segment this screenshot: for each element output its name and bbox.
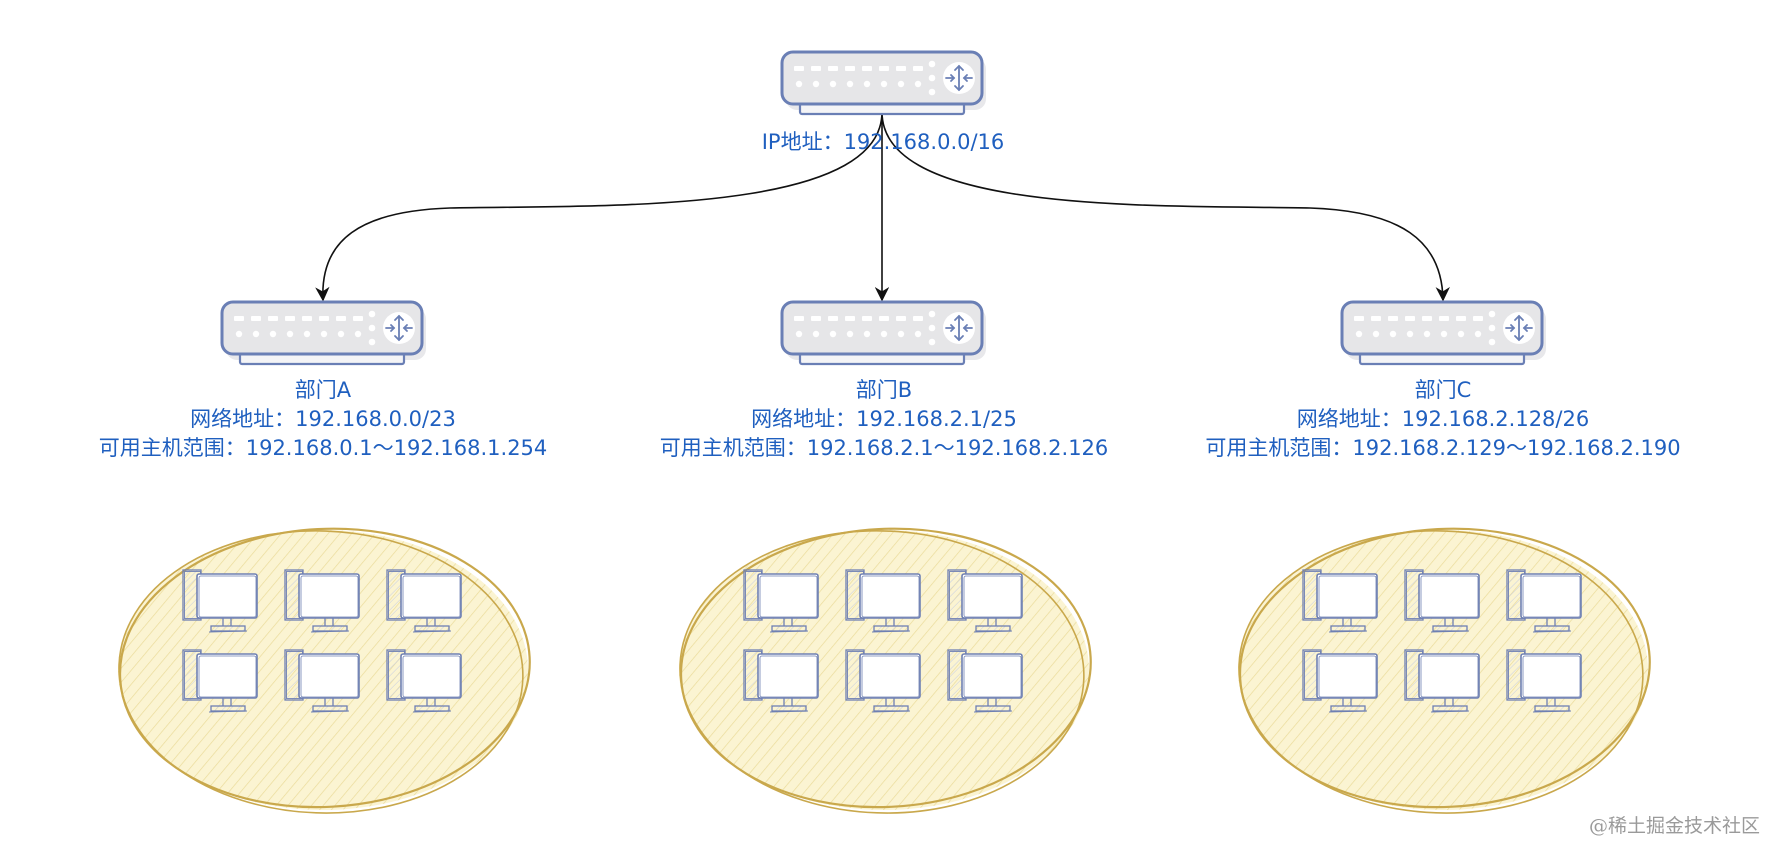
dept-c-name: 部门C [1414, 378, 1472, 402]
dept-c-computer-icon-5 [1404, 649, 1480, 713]
dept-a-label-block: 部门A 网络地址：192.168.0.0/23 可用主机范围：192.168.0… [99, 375, 548, 462]
dept-b-computer-cluster [679, 527, 1092, 814]
dept-b-network: 网络地址：192.168.2.1/25 [751, 407, 1017, 431]
dept-c-computer-cluster [1238, 527, 1651, 814]
dept-a-computer-icon-3 [386, 569, 462, 633]
core-router-icon [780, 50, 986, 116]
dept-c-computer-icon-1 [1302, 569, 1378, 633]
dept-a-computer-icon-4 [182, 649, 258, 713]
dept-a-host-range: 可用主机范围：192.168.0.1～192.168.1.254 [98, 436, 548, 460]
dept-a-computer-cluster [118, 527, 531, 814]
connector-to-dept-c [881, 111, 1450, 302]
core-router-label-block: IP地址：192.168.0.0/16 [762, 127, 1005, 156]
connector-to-dept-a [315, 111, 883, 302]
dept-c-computer-icon-4 [1302, 649, 1378, 713]
dept-b-computer-icon-6 [947, 649, 1023, 713]
dept-c-router-icon [1340, 300, 1546, 366]
dept-b-router-icon [780, 300, 986, 366]
dept-a-computer-icon-6 [386, 649, 462, 713]
core-router-ip-label: IP地址：192.168.0.0/16 [761, 130, 1005, 154]
dept-b-host-range: 可用主机范围：192.168.2.1～192.168.2.126 [659, 436, 1109, 460]
dept-c-computer-icon-6 [1506, 649, 1582, 713]
dept-c-network: 网络地址：192.168.2.128/26 [1296, 407, 1590, 431]
clusters [118, 527, 1651, 814]
dept-b-computer-icon-4 [743, 649, 819, 713]
dept-c-host-range: 可用主机范围：192.168.2.129～192.168.2.190 [1205, 436, 1681, 460]
dept-c-computer-icon-3 [1506, 569, 1582, 633]
watermark: @稀土掘金技术社区 [1588, 815, 1760, 837]
dept-b-computer-icon-1 [743, 569, 819, 633]
dept-a-network: 网络地址：192.168.0.0/23 [190, 407, 456, 431]
dept-b-computer-icon-5 [845, 649, 921, 713]
dept-a-computer-icon-2 [284, 569, 360, 633]
dept-c-computer-icon-2 [1404, 569, 1480, 633]
dept-b-name: 部门B [855, 378, 913, 402]
routers [220, 50, 1546, 366]
dept-b-computer-icon-3 [947, 569, 1023, 633]
dept-b-label-block: 部门B 网络地址：192.168.2.1/25 可用主机范围：192.168.2… [660, 375, 1109, 462]
dept-b-computer-icon-2 [845, 569, 921, 633]
dept-a-router-icon [220, 300, 426, 366]
dept-a-name: 部门A [294, 378, 352, 402]
dept-c-label-block: 部门C 网络地址：192.168.2.128/26 可用主机范围：192.168… [1205, 375, 1680, 462]
connectors [315, 111, 1450, 302]
dept-a-computer-icon-5 [284, 649, 360, 713]
dept-a-computer-icon-1 [182, 569, 258, 633]
